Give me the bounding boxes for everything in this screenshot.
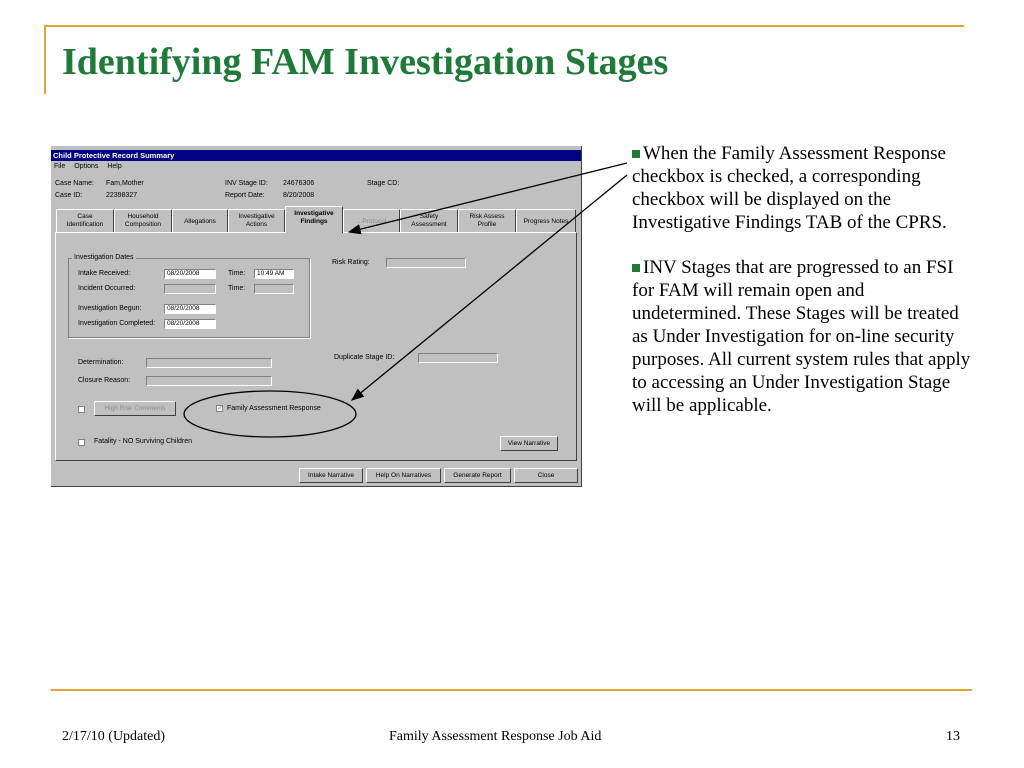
tab-investigative-findings[interactable]: Investigative Findings	[285, 206, 343, 233]
tab-label-line1: Risk Assess	[469, 213, 505, 220]
tab-label-line2: Findings	[300, 218, 328, 225]
bullet-item: INV Stages that are progressed to an FSI…	[632, 256, 972, 417]
view-narrative-button[interactable]: View Narrative	[500, 436, 558, 451]
menu-bar: File Options Help	[54, 163, 129, 170]
bullet-item: When the Family Assessment Response chec…	[632, 142, 972, 234]
risk-rating-label: Risk Rating:	[332, 259, 370, 266]
intake-narrative-button[interactable]: Intake Narrative	[299, 468, 363, 483]
tab-label-line1: Allegations	[184, 218, 216, 225]
intake-time-label: Time:	[228, 270, 246, 277]
tab-label-line1: Investigative	[294, 210, 334, 217]
highlight-ellipse	[183, 390, 357, 438]
inv-stage-id-label: INV Stage ID:	[225, 180, 268, 187]
report-date-value: 8/20/2008	[283, 192, 315, 199]
footer-title: Family Assessment Response Job Aid	[389, 729, 602, 744]
tab-label-line1: Progress Notes	[523, 218, 569, 225]
investigation-completed-label: Investigation Completed:	[78, 320, 156, 327]
tab-label-line1: Investigative	[238, 213, 275, 220]
determination-label: Determination:	[78, 359, 124, 366]
case-name-label: Case Name:	[55, 180, 94, 187]
footer-page-number: 13	[946, 729, 960, 744]
footer-rule	[51, 689, 972, 691]
title-vertical-rule	[44, 26, 46, 94]
fatality-label: Fatality - NO Surviving Children	[94, 438, 193, 445]
closure-reason-label: Closure Reason:	[78, 377, 131, 384]
tab-label-line1: ...Protocol	[356, 218, 387, 225]
generate-report-button[interactable]: Generate Report	[444, 468, 511, 483]
tab-allegations[interactable]: Allegations	[172, 209, 228, 232]
menu-help[interactable]: Help	[107, 163, 122, 170]
fatality-checkbox[interactable]	[78, 439, 85, 446]
investigation-dates-label: Investigation Dates	[72, 254, 136, 261]
tab-label-line2: Assessment	[411, 221, 447, 228]
bullet-text: When the Family Assessment Response chec…	[632, 143, 947, 233]
footer-date: 2/17/10 (Updated)	[62, 729, 166, 744]
high-risk-comments-button[interactable]: High Risk Comments	[94, 401, 176, 416]
stage-cd-label: Stage CD:	[367, 180, 400, 187]
tab-label-line1: Household	[127, 213, 159, 220]
close-button[interactable]: Close	[514, 468, 578, 483]
investigative-findings-panel: Investigation Dates Intake Received: 08/…	[55, 232, 577, 461]
case-id-value: 22398327	[106, 192, 138, 199]
menu-options[interactable]: Options	[74, 163, 99, 170]
investigation-begun-label: Investigation Begun:	[78, 305, 142, 312]
duplicate-stage-id-label: Duplicate Stage ID:	[334, 354, 395, 361]
square-bullet-icon	[632, 150, 640, 158]
incident-time-field[interactable]	[254, 284, 294, 294]
investigation-dates-group	[68, 258, 310, 338]
case-id-label: Case ID:	[55, 192, 83, 199]
tab-risk-assess-profile[interactable]: Risk Assess Profile	[458, 209, 516, 232]
closure-reason-field[interactable]	[146, 376, 272, 386]
tab-safety-assessment[interactable]: Safety Assessment	[400, 209, 458, 232]
tab-progress-notes[interactable]: Progress Notes	[516, 209, 576, 232]
tab-label-line2: Identification	[66, 221, 104, 228]
tab-label-line1: Safety	[419, 213, 439, 220]
risk-rating-field[interactable]	[386, 258, 466, 268]
incident-occurred-field[interactable]	[164, 284, 216, 294]
tab-label-line2: Profile	[477, 221, 497, 228]
square-bullet-icon	[632, 264, 640, 272]
arrow-to-findings-tab	[347, 162, 628, 235]
investigation-completed-field[interactable]: 08/20/2008	[164, 319, 216, 329]
family-assessment-checkbox[interactable]: ✓	[216, 405, 223, 412]
case-name-value: Fam,Mother	[106, 180, 144, 187]
family-assessment-label: Family Assessment Response	[227, 405, 321, 412]
incident-occurred-label: Incident Occurred:	[78, 285, 136, 292]
tab-case-identification[interactable]: Case Identification	[56, 209, 114, 232]
incident-time-label: Time:	[228, 285, 246, 292]
investigation-begun-field[interactable]: 08/20/2008	[164, 304, 216, 314]
high-risk-checkbox[interactable]	[78, 406, 85, 413]
intake-time-field[interactable]: 10:49 AM	[254, 269, 294, 279]
tab-label-line2: Actions	[245, 221, 268, 228]
title-top-rule	[44, 25, 964, 27]
menu-file[interactable]: File	[54, 163, 66, 170]
tab-label-line2: Composition	[124, 221, 162, 228]
tab-label-line1: Case	[77, 213, 93, 220]
window-title-bar: Child Protective Record Summary	[51, 150, 581, 161]
intake-received-field[interactable]: 08/20/2008	[164, 269, 216, 279]
arrow-to-fam-checkbox	[350, 174, 628, 401]
cprs-window-screenshot: Child Protective Record Summary File Opt…	[51, 146, 582, 487]
tab-household-composition[interactable]: Household Composition	[114, 209, 172, 232]
slide-title: Identifying FAM Investigation Stages	[62, 41, 669, 83]
bullet-text: INV Stages that are progressed to an FSI…	[632, 257, 971, 416]
bullet-list: When the Family Assessment Response chec…	[632, 142, 972, 439]
inv-stage-id-value: 24676306	[283, 180, 315, 187]
tab-investigative-actions[interactable]: Investigative Actions	[228, 209, 285, 232]
duplicate-stage-id-field[interactable]	[418, 353, 498, 363]
report-date-label: Report Date:	[225, 192, 265, 199]
intake-received-label: Intake Received:	[78, 270, 131, 277]
help-on-narratives-button[interactable]: Help On Narratives	[366, 468, 441, 483]
determination-field[interactable]	[146, 358, 272, 368]
